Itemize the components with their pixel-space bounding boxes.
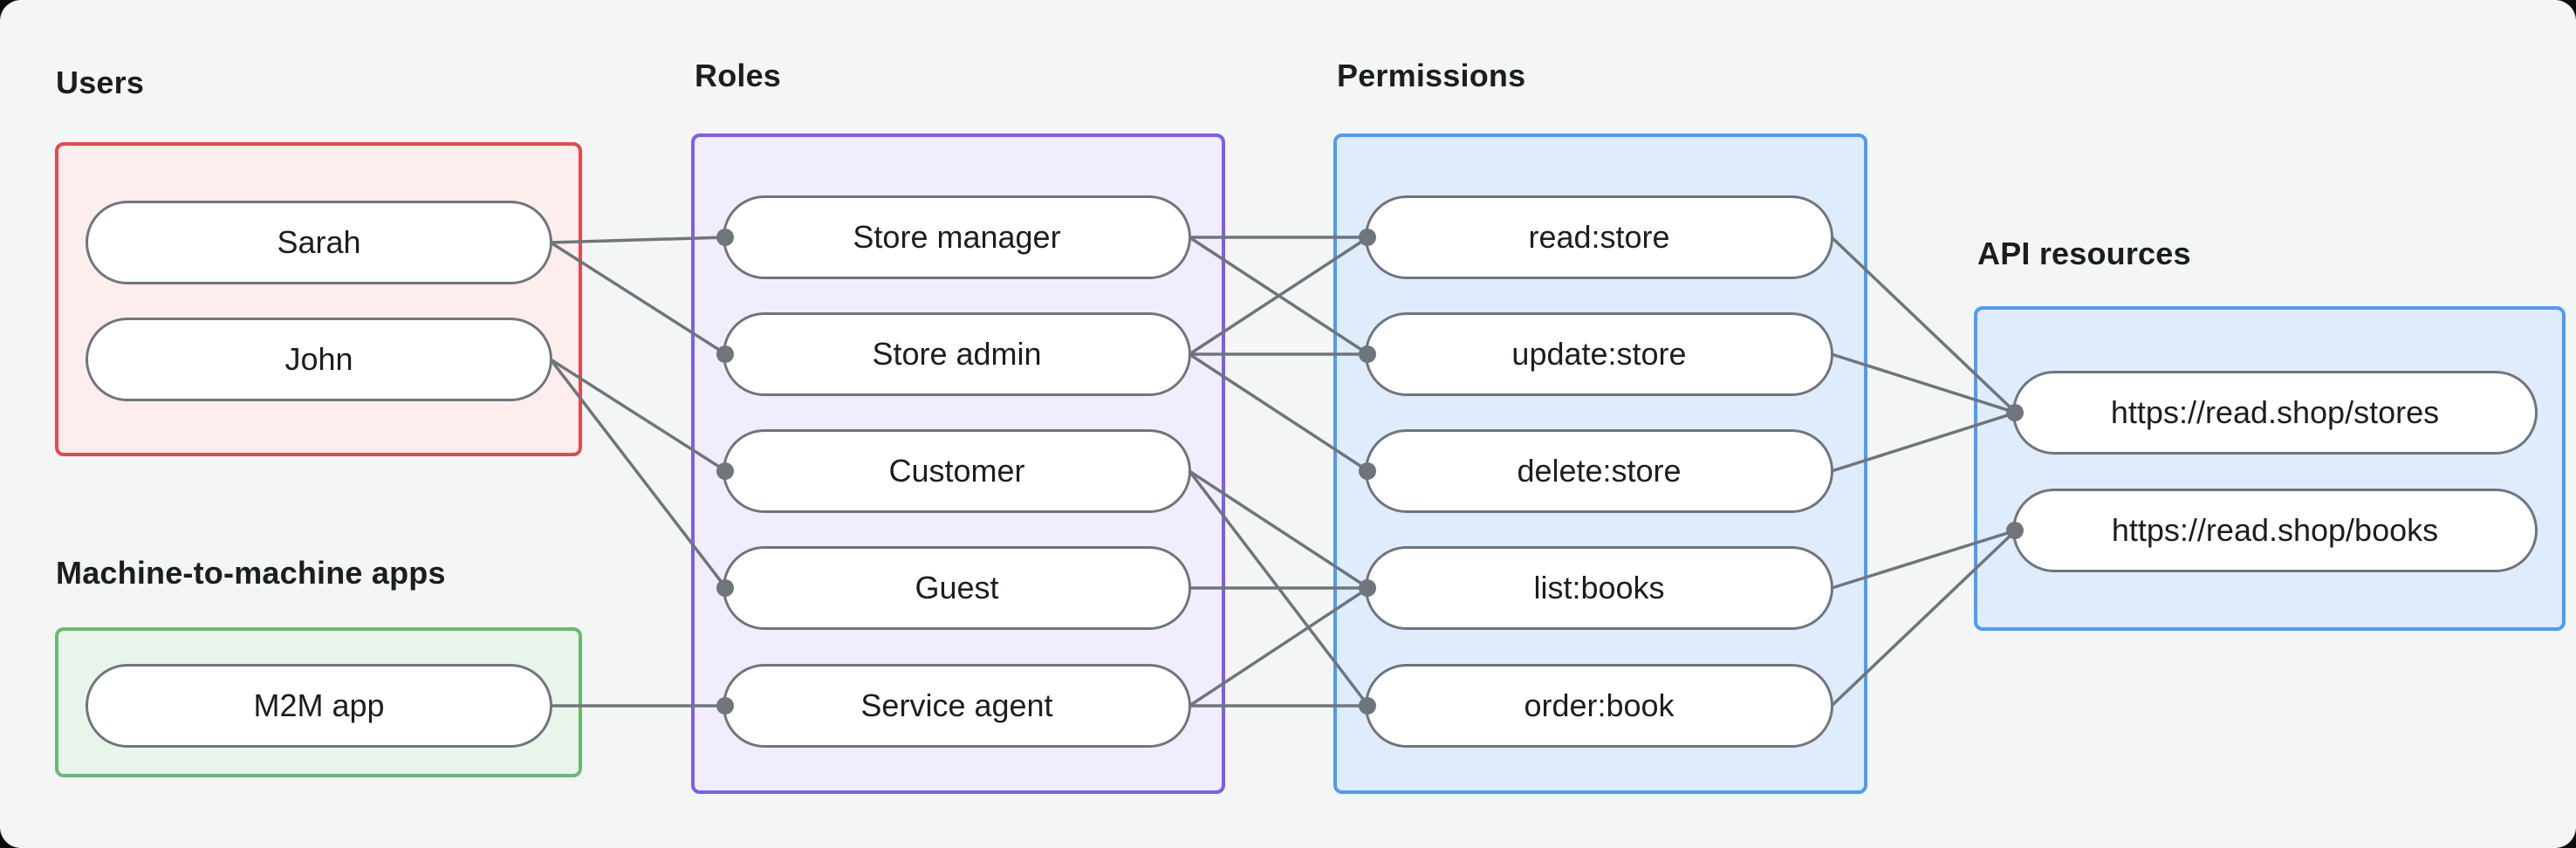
pill-service-agent: Service agent — [723, 664, 1191, 748]
pill-label: delete:store — [1517, 453, 1682, 489]
pill-stores-api: https://read.shop/stores — [2012, 371, 2538, 455]
pill-order-book: order:book — [1365, 664, 1833, 748]
pill-read-store: read:store — [1365, 195, 1833, 279]
group-label-permissions: Permissions — [1337, 58, 1526, 93]
pill-sarah: Sarah — [86, 201, 552, 284]
group-box-users — [55, 142, 582, 456]
pill-store-manager: Store manager — [723, 195, 1191, 279]
pill-label: Customer — [888, 453, 1025, 489]
group-label-roles: Roles — [695, 58, 782, 93]
pill-m2m-app: M2M app — [86, 664, 552, 748]
pill-customer: Customer — [723, 429, 1191, 513]
pill-guest: Guest — [723, 546, 1191, 630]
group-label-machine-to-machine-apps: Machine-to-machine apps — [56, 555, 446, 591]
pill-label: Store manager — [853, 219, 1061, 255]
pill-label: https://read.shop/books — [2111, 512, 2439, 548]
pill-label: list:books — [1533, 570, 1665, 605]
pill-label: Guest — [915, 570, 999, 605]
pill-label: John — [284, 341, 353, 377]
pill-label: Sarah — [277, 224, 361, 260]
pill-update-store: update:store — [1365, 312, 1833, 396]
pill-list-books: list:books — [1365, 546, 1833, 630]
pill-delete-store: delete:store — [1365, 429, 1833, 513]
group-label-users: Users — [56, 65, 145, 100]
pill-label: Store admin — [872, 336, 1042, 372]
pill-label: M2M app — [253, 687, 385, 723]
pill-john: John — [86, 318, 552, 401]
pill-label: https://read.shop/stores — [2110, 394, 2440, 430]
pill-label: order:book — [1524, 687, 1675, 723]
pill-label: read:store — [1528, 219, 1670, 255]
pill-label: update:store — [1511, 336, 1687, 372]
pill-label: Service agent — [860, 687, 1053, 723]
pill-books-api: https://read.shop/books — [2012, 489, 2538, 572]
pill-store-admin: Store admin — [723, 312, 1191, 396]
